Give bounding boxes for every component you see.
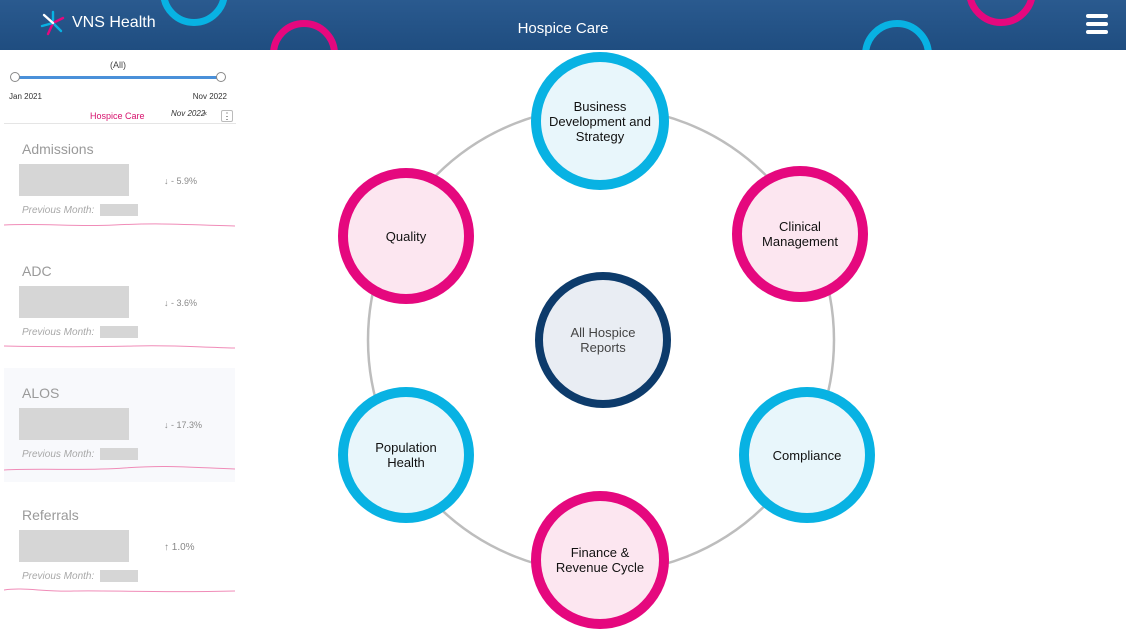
kpi-value-redacted xyxy=(19,164,129,196)
kpi-change: ↓ - 17.3% xyxy=(164,420,203,430)
logo-text: VNS Health xyxy=(72,14,156,31)
page-title: Hospice Care xyxy=(517,20,609,37)
kpi-previous-redacted xyxy=(100,326,138,338)
kpi-previous-label: Previous Month: xyxy=(22,571,95,582)
kpi-card-admissions[interactable]: Admissions ↓ - 5.9% Previous Month: xyxy=(4,124,235,238)
kpi-previous-redacted xyxy=(100,570,138,582)
range-start-label: Jan 2021 xyxy=(9,92,42,101)
star-burst-icon xyxy=(40,10,65,36)
node-population-health[interactable]: Population Health xyxy=(338,387,474,523)
sparkline xyxy=(4,465,235,471)
kpi-title: Referrals xyxy=(22,507,79,523)
kpi-value-redacted xyxy=(19,286,129,318)
filter-date: Nov 2022 xyxy=(171,109,206,118)
divider xyxy=(4,123,236,124)
node-finance-revenue[interactable]: Finance & Revenue Cycle xyxy=(531,491,669,629)
header-bar: VNS Health Hospice Care xyxy=(0,0,1126,50)
kpi-change: ↓ - 3.6% xyxy=(164,298,198,308)
slider-handle-end[interactable] xyxy=(216,72,226,82)
kpi-card-alos[interactable]: ALOS ↓ - 17.3% Previous Month: xyxy=(4,368,235,482)
sparkline xyxy=(4,345,235,349)
kpi-title: ALOS xyxy=(22,385,60,401)
node-all-hospice-reports[interactable]: All Hospice Reports xyxy=(535,272,671,408)
node-quality[interactable]: Quality xyxy=(338,168,474,304)
date-range-filter: (All) Jan 2021 Nov 2022 Hospice Care Nov… xyxy=(0,50,236,124)
kpi-change: ↑ 1.0% xyxy=(164,542,195,553)
more-options-icon[interactable]: ⋮ xyxy=(221,110,233,122)
node-label: Compliance xyxy=(772,447,842,463)
node-label: All Hospice Reports xyxy=(570,325,636,355)
node-label: Business Development and Strategy xyxy=(549,98,651,144)
filter-tag[interactable]: Hospice Care xyxy=(90,111,145,121)
kpi-card-adc[interactable]: ADC ↓ - 3.6% Previous Month: xyxy=(4,246,235,360)
kpi-value-redacted xyxy=(19,408,129,440)
sparkline xyxy=(4,223,235,227)
range-end-label: Nov 2022 xyxy=(192,92,227,101)
vns-logo[interactable]: VNS Health xyxy=(40,10,156,36)
node-label: Population Health xyxy=(375,440,437,470)
node-business-development[interactable]: Business Development and Strategy xyxy=(531,52,669,190)
kpi-previous-label: Previous Month: xyxy=(22,327,95,338)
node-compliance[interactable]: Compliance xyxy=(739,387,875,523)
date-slider-track[interactable] xyxy=(15,76,221,79)
sparkline xyxy=(4,588,235,593)
kpi-value-redacted xyxy=(19,530,129,562)
slider-label: (All) xyxy=(110,60,126,70)
kpi-card-referrals[interactable]: Referrals ↑ 1.0% Previous Month: xyxy=(4,490,235,604)
node-clinical-management[interactable]: Clinical Management xyxy=(732,166,868,302)
kpi-previous-redacted xyxy=(100,448,138,460)
kpi-previous-redacted xyxy=(100,204,138,216)
kpi-previous-label: Previous Month: xyxy=(22,205,95,216)
kpi-title: ADC xyxy=(22,263,52,279)
kpi-title: Admissions xyxy=(22,141,94,157)
slider-handle-start[interactable] xyxy=(10,72,20,82)
kpi-previous-label: Previous Month: xyxy=(22,449,95,460)
kpi-change: ↓ - 5.9% xyxy=(164,176,198,186)
node-label: Quality xyxy=(385,228,427,244)
node-label: Finance & Revenue Cycle xyxy=(555,545,645,575)
close-icon[interactable]: × xyxy=(203,111,208,118)
node-label: Clinical Management xyxy=(762,219,838,249)
hamburger-icon[interactable] xyxy=(1086,14,1108,36)
